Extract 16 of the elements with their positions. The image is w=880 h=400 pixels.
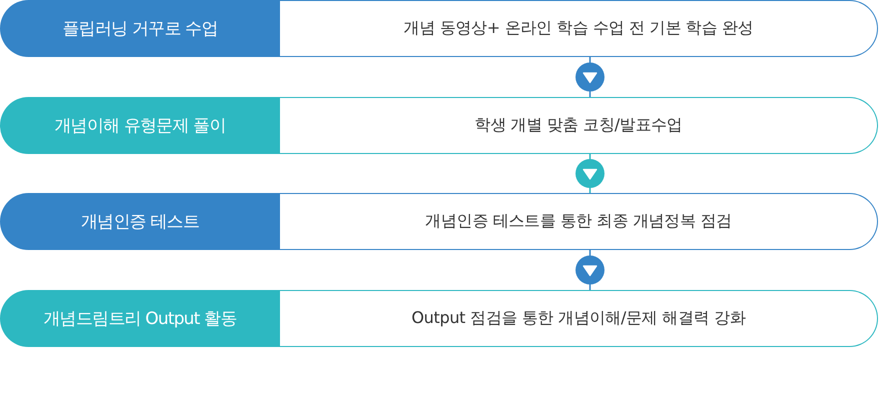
description-box (280, 97, 878, 154)
description-box (280, 0, 878, 57)
step-pill (0, 0, 280, 57)
step-description: 학생 개별 맞춤 코칭/발표수업 (474, 115, 682, 136)
step-pill (0, 290, 280, 347)
step-title: 개념인증 테스트 (80, 211, 199, 233)
description-box (280, 290, 878, 347)
step-description: 개념 동영상+ 온라인 학습 수업 전 기본 학습 완성 (404, 18, 754, 39)
description-box (280, 193, 878, 250)
step-title: 개념이해 유형문제 풀이 (54, 115, 226, 137)
step-pill (0, 193, 280, 250)
step-description: 개념인증 테스트를 통한 최종 개념정복 점검 (425, 211, 732, 232)
step-pill (0, 97, 280, 154)
step-description: Output 점검을 통한 개념이해/문제 해결력 강화 (412, 308, 746, 329)
step-title: 플립러닝 거꾸로 수업 (62, 18, 218, 40)
step-title: 개념드림트리 Output 활동 (43, 308, 237, 330)
